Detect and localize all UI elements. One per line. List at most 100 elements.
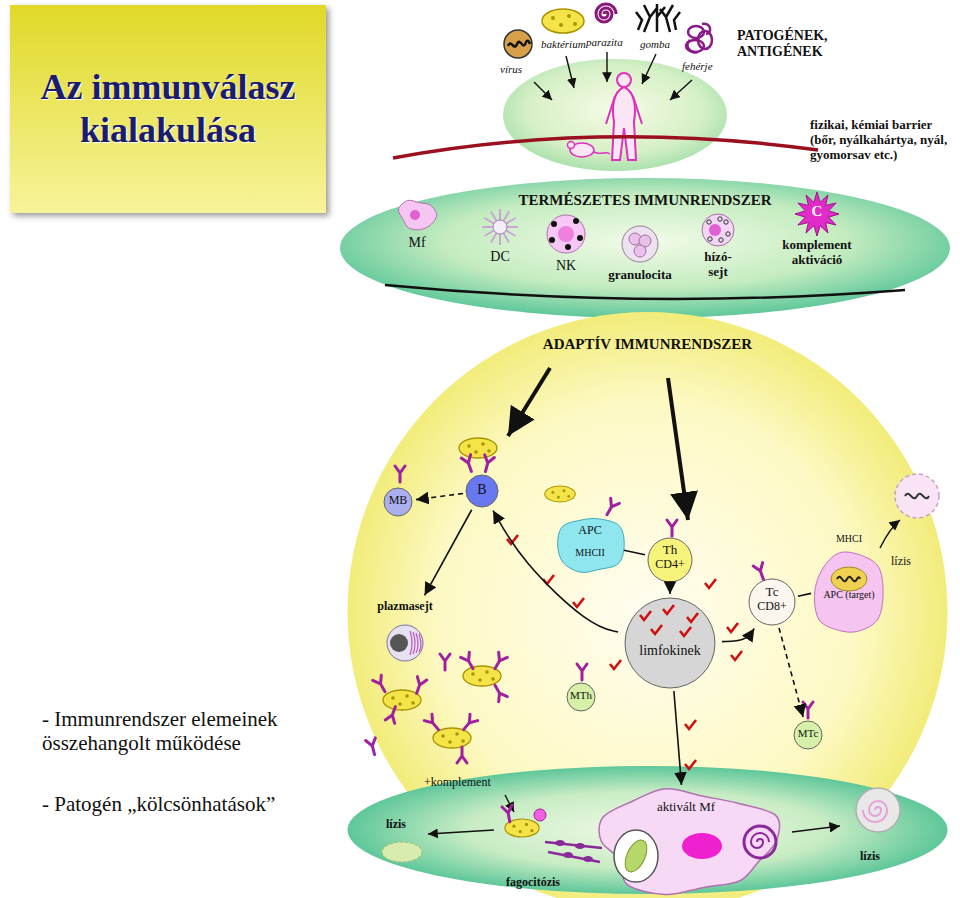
b-cell-antigen xyxy=(481,455,495,473)
node-label: Mf xyxy=(408,235,425,251)
shape-drawing xyxy=(348,766,948,894)
lymphokine-marks xyxy=(573,598,584,607)
effector-drawing xyxy=(682,833,722,859)
label-holder: - Patogén „kölcsönhatások” xyxy=(42,792,342,816)
connector-arrow xyxy=(779,628,803,717)
lymphokine-marks xyxy=(731,651,742,660)
shape-drawing xyxy=(749,579,795,625)
node-label: NK xyxy=(556,258,576,274)
label-holder: vírus xyxy=(500,63,522,76)
mast-cell: hízó-sejt xyxy=(690,212,746,284)
label-holder: gomba xyxy=(640,38,670,51)
shape-drawing xyxy=(707,220,711,224)
effector-drawing xyxy=(751,833,769,848)
shape-drawing xyxy=(567,683,595,711)
b-cell-antigen xyxy=(395,466,405,482)
human-figure xyxy=(612,87,636,160)
mouse-figure xyxy=(594,152,610,154)
shape-drawing xyxy=(416,633,418,653)
shape-drawing xyxy=(795,192,839,236)
lymphokine-marks xyxy=(610,660,621,669)
node-label: C xyxy=(812,203,823,220)
shape-drawing xyxy=(622,226,658,262)
pathogen-icons xyxy=(688,24,711,53)
node-label: hízó-sejt xyxy=(695,250,741,280)
antibody-cloud xyxy=(385,705,400,723)
pathogen-icons xyxy=(542,9,584,33)
effector-drawing xyxy=(614,830,658,882)
effector-drawing xyxy=(792,826,840,832)
granulocyte-cell: granulocita xyxy=(598,222,682,286)
antibody-cloud xyxy=(424,714,442,733)
lymphokine-marks xyxy=(651,625,662,634)
plasma-cell: plazmasejt xyxy=(362,598,448,664)
helper-t-cell: ThCD4+ xyxy=(647,537,693,583)
shape-drawing xyxy=(634,245,646,257)
node-label: MTh xyxy=(570,689,592,702)
effector-drawing xyxy=(382,842,422,862)
receptors xyxy=(667,520,677,536)
shape-drawing xyxy=(749,579,795,625)
pathogen-icons xyxy=(596,4,616,22)
node-sublabel: CD8+ xyxy=(757,600,786,614)
node-label: Tc xyxy=(766,585,779,600)
barrier-line xyxy=(393,137,818,158)
node-sublabel: APC (target) xyxy=(823,589,874,601)
b-cell-antigen xyxy=(461,455,476,473)
shape-drawing xyxy=(577,235,583,241)
entry-arrows xyxy=(606,52,607,82)
node-shape xyxy=(558,512,622,574)
node-shape xyxy=(813,533,885,637)
shape-drawing xyxy=(340,178,950,318)
effector-drawing xyxy=(534,809,546,821)
shape-drawing xyxy=(702,214,734,246)
shape-drawing xyxy=(648,538,692,582)
text-label: PATOGÉNEK, ANTIGÉNEK xyxy=(737,28,849,60)
effector-drawing xyxy=(502,805,515,822)
dendritic-cell: DC xyxy=(475,205,525,271)
lymphokine-marks xyxy=(640,611,651,620)
shape-drawing xyxy=(398,200,436,230)
host-ellipse xyxy=(503,59,727,171)
shape-drawing xyxy=(384,488,412,516)
node-label: B xyxy=(477,482,486,498)
text-label: - Patogén „kölcsönhatások” xyxy=(42,792,342,816)
connector-arrow xyxy=(669,585,671,594)
shape-drawing xyxy=(794,721,822,749)
antibody-cloud xyxy=(491,683,508,702)
node-label: aktivált Mf xyxy=(657,800,715,815)
text-label: lízis xyxy=(386,818,406,832)
node-label: DC xyxy=(490,249,509,265)
shape-drawing xyxy=(466,475,498,507)
shape-drawing xyxy=(708,237,712,241)
effector-drawing xyxy=(744,826,776,858)
entry-arrows xyxy=(534,52,692,100)
lysis-arrow xyxy=(880,520,900,548)
antibody-cloud xyxy=(373,675,390,694)
shape-drawing xyxy=(410,631,412,655)
node-sublabel: MHCII xyxy=(575,547,604,559)
lymphokine-marks xyxy=(705,579,716,588)
shape-drawing xyxy=(547,215,585,253)
text-label: parazita xyxy=(586,36,623,49)
shape-drawing xyxy=(419,634,421,652)
lymphokine-marks xyxy=(727,623,738,632)
lymphokine-marks xyxy=(663,605,674,614)
shape-drawing xyxy=(547,215,585,253)
shape-drawing xyxy=(558,519,625,573)
antibody-cloud xyxy=(366,652,508,763)
connector-arrow xyxy=(674,691,682,785)
antibody-cloud xyxy=(460,714,478,733)
lysis-arrow xyxy=(895,474,939,518)
lysis-arrow xyxy=(905,494,929,499)
apc-antigen xyxy=(545,486,575,502)
shape-drawing xyxy=(348,312,948,898)
shape-drawing xyxy=(551,221,557,227)
entry-arrows xyxy=(566,56,574,88)
big-arrows xyxy=(508,368,550,436)
node-label: APC xyxy=(578,524,601,538)
antibody-cloud xyxy=(440,654,450,670)
label-holder: +komplement xyxy=(424,776,491,790)
human-figure xyxy=(606,73,642,160)
shape-drawing xyxy=(387,625,423,661)
